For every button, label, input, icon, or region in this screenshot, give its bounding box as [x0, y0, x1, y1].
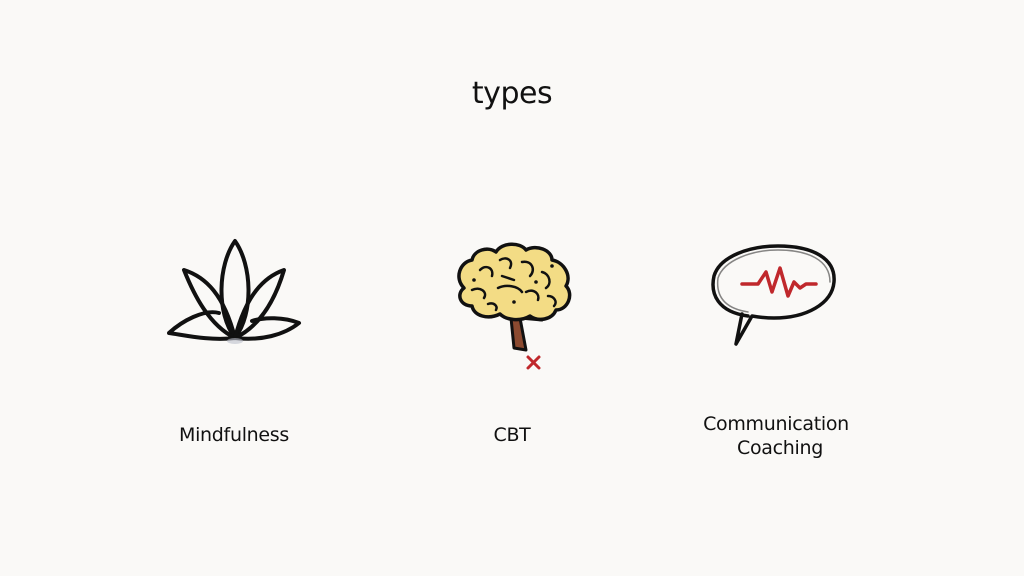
lotus-icon: [167, 239, 301, 344]
diagram-title: types: [471, 76, 553, 111]
type-item-communication-coaching: Communication Coaching: [666, 230, 886, 470]
x-mark-icon: [526, 355, 541, 370]
brain-icon: [457, 242, 572, 352]
type-item-cbt: CBT: [402, 230, 622, 450]
type-label-line-2: Coaching: [736, 437, 823, 459]
type-label-cbt: CBT: [493, 424, 531, 446]
type-label-line-1: Communication: [703, 413, 849, 435]
speech-bubble-waveform-icon: [711, 244, 836, 346]
type-label-communication-coaching: Communication Coaching: [666, 412, 886, 460]
type-item-mindfulness: Mindfulness: [124, 230, 344, 450]
type-label-mindfulness: Mindfulness: [178, 424, 289, 446]
